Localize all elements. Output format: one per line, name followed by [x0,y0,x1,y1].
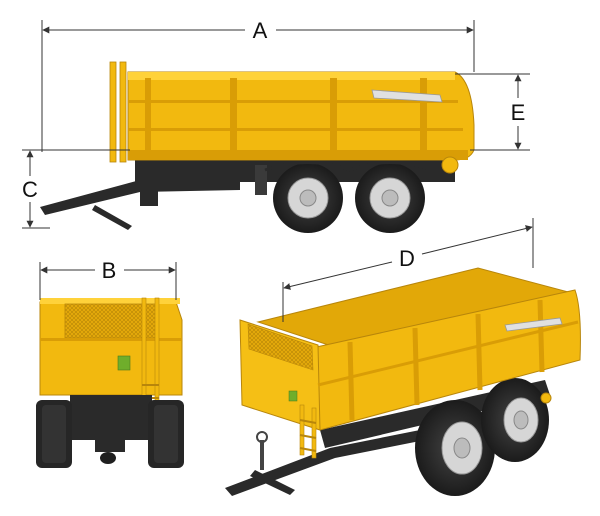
perspective-wheel-rear [481,378,549,462]
side-wheel-rear [355,163,425,233]
dimension-a: A [41,18,475,152]
perspective-mesh-panel [247,323,314,371]
perspective-drawbar [225,430,425,496]
rear-view [36,297,184,468]
dimension-c: C [22,149,130,229]
side-drawbar [40,178,240,215]
perspective-view [225,267,581,496]
dimension-c-label: C [22,177,38,202]
rear-mesh-panel [64,303,158,339]
dimension-a-label: A [253,18,268,43]
dimension-e: E [455,73,530,151]
side-wheel-front [273,163,343,233]
dimension-d: D [282,218,534,322]
perspective-wheel-front [415,400,495,496]
dimension-b: B [39,258,177,300]
dimension-e-label: E [511,100,526,125]
dimension-d-label: D [399,246,415,271]
dimension-b-label: B [102,258,117,283]
side-view [40,61,475,233]
